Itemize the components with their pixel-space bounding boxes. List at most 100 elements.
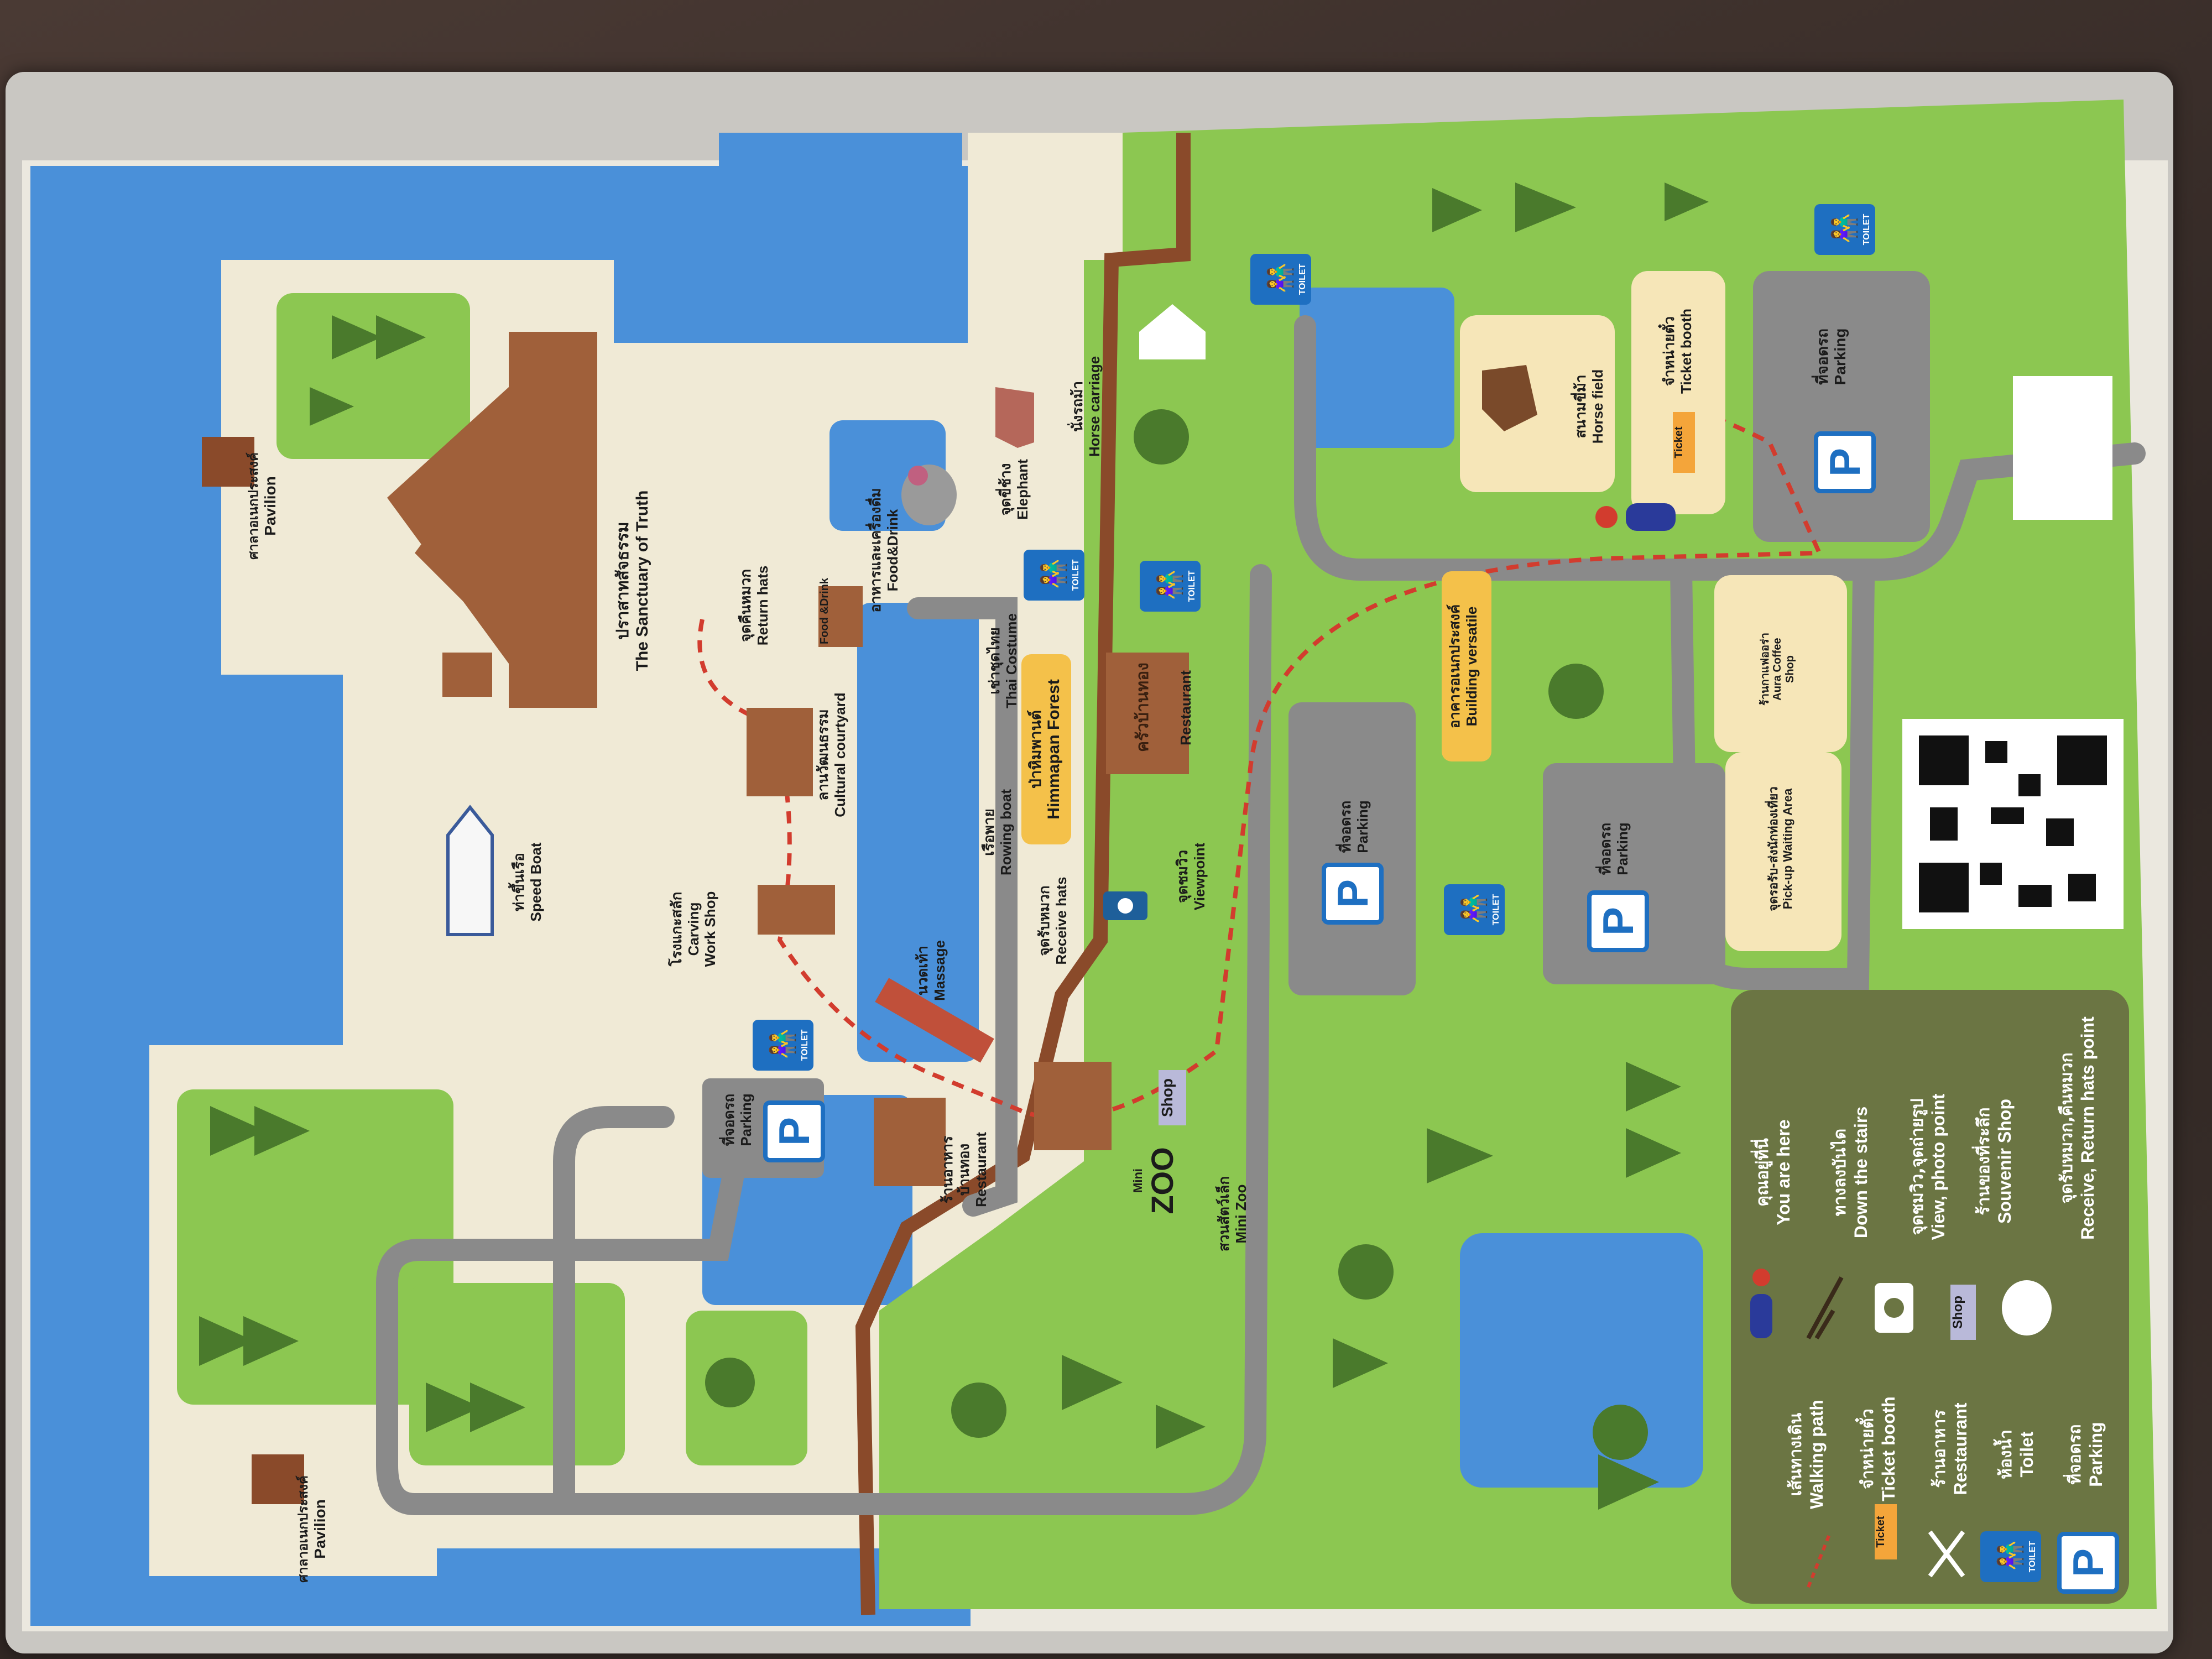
pickup-thai: จุดรอรับ-ส่งนักท่องเที่ยว — [1767, 786, 1781, 911]
legend-walking: เส้นทางเดิน Walking path — [1786, 1399, 1830, 1510]
thai-costume-label: เช่าชุดไทย Thai Costume — [987, 600, 1026, 722]
parking-mid-label: ที่จอดรถ Parking — [1338, 780, 1377, 874]
restaurant-left-label: ร้านอาหาร บ้านทอง Restaurant — [940, 1106, 1001, 1233]
speed-boat-thai: ท่าขึ้นเรือ — [511, 853, 528, 911]
restaurant-mid-label: Restaurant — [1177, 653, 1211, 763]
round-trees — [705, 409, 1648, 1460]
legend-ticket-icon: Ticket — [1875, 1504, 1897, 1559]
elephant-english: Elephant — [1014, 459, 1031, 520]
horse-icon — [1482, 365, 1537, 431]
pond-rowing — [857, 603, 979, 1062]
elephant-label: จุดขี่ช้าง Elephant — [998, 440, 1037, 539]
food-drink-thai: อาหารและเครื่องดื่ม — [868, 488, 884, 613]
legend-restaurant-thai: ร้านอาหาร — [1930, 1410, 1949, 1488]
legend-parking-icon: P — [2057, 1532, 2119, 1594]
toilet-label: TOILET — [1071, 559, 1081, 591]
ticket-booth-thai: จำหน่ายตั๋ว — [1661, 316, 1678, 387]
thai-costume-english: Thai Costume — [1003, 613, 1020, 708]
building-versatile-thai: อาคารอเนกประสงค์ — [1447, 604, 1463, 729]
legend-hats-english: Receive, Return hats point — [2078, 1016, 2098, 1240]
return-hats-label: จุดคืนหมวก Return hats — [738, 550, 777, 661]
toilet-label: TOILET — [1862, 213, 1871, 246]
cultural-label: ลานวัฒนธรรม Cultural courtyard — [815, 672, 854, 838]
pickup-english: Pick-up Waiting Area — [1781, 788, 1795, 910]
legend-here-thai: คุณอยู่ที่นี่ — [1753, 1138, 1772, 1207]
legend-souvenir: ร้านของที่ระลึก Souvenir Shop — [1974, 1078, 2018, 1244]
food-drink-sign: Food &Drink — [818, 575, 846, 647]
parking-mid-thai: ที่จอดรถ — [1338, 800, 1354, 853]
parking-mid2-thai: ที่จอดรถ — [1598, 822, 1614, 875]
ticket-booth-english: Ticket booth — [1677, 308, 1694, 394]
toilet-icon: 👫TOILET — [1024, 550, 1084, 601]
horse-carriage-english: Horse carriage — [1086, 356, 1103, 457]
horse-field-box — [1460, 315, 1615, 492]
viewpoint-label: จุดชมวิว Viewpoint — [1175, 827, 1214, 926]
legend-toilet-icon: 👫TOILET — [1980, 1531, 2041, 1582]
horse-field-thai: สนามขี่ม้า — [1573, 374, 1589, 439]
legend-parking: ที่จอดรถ Parking — [2065, 1413, 2110, 1496]
building-versatile-label: อาคารอเนกประสงค์ Building versatile — [1442, 571, 1491, 761]
return-hats-thai: จุดคืนหมวก — [738, 569, 754, 642]
viewpoint-thai: จุดชมวิว — [1175, 849, 1191, 904]
legend-restaurant-english: Restaurant — [1950, 1402, 1970, 1495]
aura-box — [1714, 575, 1847, 752]
parking-right-icon: P — [1814, 431, 1876, 493]
return-hats-english: Return hats — [754, 565, 771, 646]
pavilion-top-label: ศาลาอเนกประสงค์ Pavilion — [246, 451, 285, 561]
roads — [376, 315, 2146, 1515]
legend-camera-icon — [1875, 1283, 1913, 1333]
speed-boat-icon — [446, 805, 494, 936]
restaurant-left-thai-2: บ้านทอง — [956, 1143, 973, 1196]
elephant-thai: จุดขี่ช้าง — [998, 463, 1014, 516]
legend-hats-thai: จุดรับหมวก,คืนหมวก — [2057, 1052, 2077, 1204]
sanctuary-label: ปราสาทสัจธรรม The Sanctuary of Truth — [613, 470, 658, 691]
legend-souvenir-english: Souvenir Shop — [1995, 1099, 2015, 1224]
legend-hats: จุดรับหมวก,คืนหมวก Receive, Return hats … — [2057, 1006, 2101, 1250]
lot-mid — [1288, 702, 1416, 995]
toilet-label: TOILET — [1298, 263, 1307, 295]
aura-english-1: Aura Coffee — [1771, 638, 1783, 701]
mini-zoo-label: สวนสัตว์เล็ก Mini Zoo — [1216, 1161, 1255, 1266]
legend-ticket-icon-text: Ticket — [1875, 1516, 1887, 1548]
legend-toilet: ห้องน้ำ Toilet — [1996, 1416, 2041, 1493]
legend-walking-path-icon — [1807, 1531, 1832, 1588]
horse-carriage-thai: นั่งรถม้า — [1070, 381, 1086, 432]
building-versatile-english: Building versatile — [1463, 606, 1480, 727]
grass-island-1 — [276, 293, 470, 459]
rowing-thai: เรือพาย — [981, 808, 998, 856]
sanctuary-english: The Sanctuary of Truth — [633, 490, 651, 671]
legend-fork-knife-icon — [1928, 1530, 1965, 1578]
parking-mid2-label: ที่จอดรถ Parking — [1598, 802, 1637, 896]
carving-thai: โรงแกะสลัก — [669, 891, 685, 967]
aura-english-2: Shop — [1784, 655, 1796, 683]
sanctuary-building — [387, 332, 597, 708]
mini-zoo-sign: Mini ZOO — [1131, 1131, 1181, 1230]
rowing-label: เรือพาย Rowing boat — [981, 771, 1020, 893]
massage-english: Massage — [931, 940, 948, 1001]
restaurant-left-english: Restaurant — [972, 1132, 989, 1207]
bridge — [875, 978, 994, 1063]
legend-toilet-english: Toilet — [2017, 1431, 2037, 1478]
shop-sign-text: Shop — [1159, 1078, 1176, 1117]
himmapan-english: Himmapan Forest — [1045, 679, 1063, 820]
receive-hats-thai: จุดรับหมวก — [1036, 885, 1053, 956]
speed-boat-english: Speed Boat — [527, 842, 544, 922]
mini-zoo-sign-zoo: ZOO — [1145, 1147, 1180, 1214]
legend-here: คุณอยู่ที่นี่ You are here — [1753, 1106, 1797, 1239]
massage-label: นวดเท้า Massage — [915, 921, 954, 1020]
himmapan-label: ป่าหิมพานต์ Himmapan Forest — [1021, 654, 1071, 844]
horse-carriage-label: นั่งรถม้า Horse carriage — [1070, 340, 1109, 473]
legend-walking-english: Walking path — [1807, 1400, 1827, 1509]
receive-hats-english: Receive hats — [1052, 877, 1070, 965]
restaurant-mid-sign-text: ครัวบ้านทอง — [1133, 662, 1152, 752]
carving-label: โรงแกะสลัก Carving Work Shop — [669, 874, 735, 984]
viewpoint-english: Viewpoint — [1191, 842, 1208, 911]
pavilion-top-english: Pavilion — [261, 476, 279, 536]
boundary — [855, 133, 1191, 1615]
legend-toilet-thai: ห้องน้ำ — [1996, 1430, 2016, 1479]
legend-walking-thai: เส้นทางเดิน — [1786, 1412, 1806, 1496]
mini-zoo-english: Mini Zoo — [1232, 1184, 1249, 1244]
shop-sign: Shop — [1159, 1070, 1186, 1125]
pavilion-top-thai: ศาลาอเนกประสงค์ — [246, 452, 261, 560]
pavilions — [202, 437, 304, 1504]
